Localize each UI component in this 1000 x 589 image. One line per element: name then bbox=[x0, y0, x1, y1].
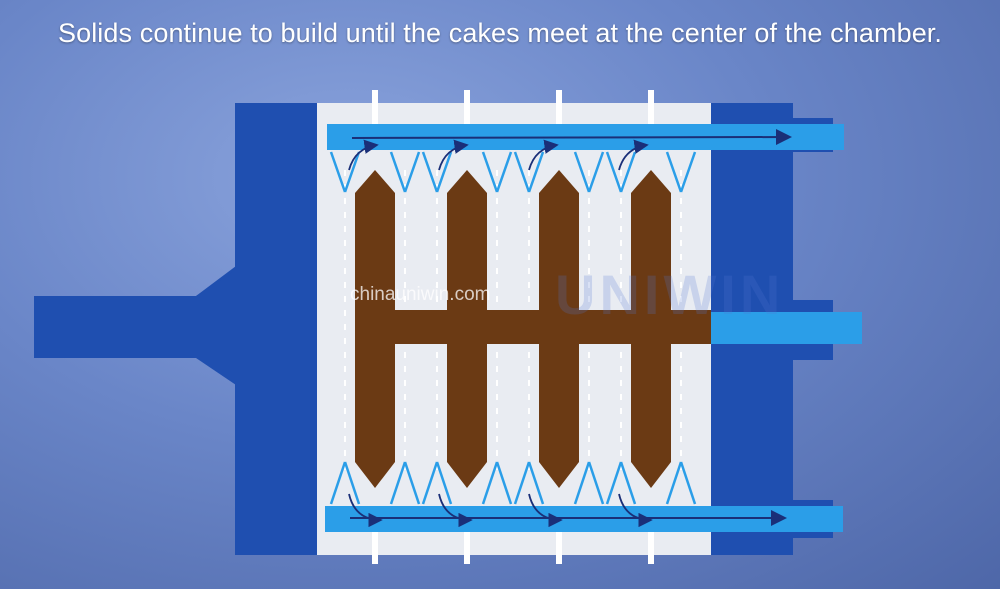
bottom-seep-arrow bbox=[348, 493, 383, 528]
plate-rod-bottom bbox=[372, 532, 378, 564]
cloth-line-bottom bbox=[665, 461, 683, 505]
cloth-line-bottom bbox=[435, 461, 453, 505]
cloth-line-top bbox=[605, 151, 623, 193]
cloth-line-bottom bbox=[403, 461, 421, 505]
plate-guides bbox=[344, 90, 682, 564]
inlet-pipe bbox=[34, 266, 236, 358]
plate-rod-bottom bbox=[464, 532, 470, 564]
cloth-line-bottom bbox=[421, 461, 439, 505]
cloth-line-top bbox=[513, 151, 531, 193]
bottom-seep-arrow bbox=[528, 493, 563, 528]
left-frame-head bbox=[235, 103, 317, 555]
watermark-text: chinauniwin.com bbox=[350, 284, 491, 305]
plate-rod-top bbox=[556, 90, 562, 124]
cloth-line-top bbox=[679, 151, 697, 193]
watermark-logo: UNIWIN bbox=[555, 263, 785, 326]
filter-cloths bbox=[329, 151, 697, 505]
cloth-line-top bbox=[573, 151, 591, 193]
top-seep-arrow bbox=[528, 139, 559, 171]
cloth-line-top bbox=[495, 151, 513, 193]
cloth-line-bottom bbox=[573, 461, 591, 505]
cloth-line-bottom bbox=[527, 461, 545, 505]
plate-rod-top bbox=[648, 90, 654, 124]
plate-rod-top bbox=[464, 90, 470, 124]
caption-text: Solids continue to build until the cakes… bbox=[57, 18, 943, 48]
cloth-line-bottom bbox=[513, 461, 531, 505]
top-seep-arrow bbox=[438, 139, 469, 171]
cloth-line-top bbox=[343, 151, 361, 193]
bottom-seep-arrow bbox=[438, 493, 473, 528]
central-cake-bar bbox=[355, 310, 711, 344]
cloth-line-top bbox=[421, 151, 439, 193]
cloth-line-top bbox=[389, 151, 407, 193]
cloth-line-bottom bbox=[587, 461, 605, 505]
top-seep-arrow bbox=[618, 139, 649, 171]
plate-rod-top bbox=[372, 90, 378, 124]
inlet-flare bbox=[196, 270, 236, 385]
cloth-line-bottom bbox=[619, 461, 637, 505]
cloth-line-bottom bbox=[389, 461, 407, 505]
cloth-line-top bbox=[587, 151, 605, 193]
cloth-line-bottom bbox=[343, 461, 361, 505]
center-outlet-pipe bbox=[711, 312, 862, 344]
cloth-line-bottom bbox=[605, 461, 623, 505]
cloth-line-bottom bbox=[329, 461, 347, 505]
cloth-line-top bbox=[329, 151, 347, 193]
cloth-line-top bbox=[435, 151, 453, 193]
flow-arrows bbox=[348, 129, 792, 528]
cloth-line-bottom bbox=[481, 461, 499, 505]
cloth-line-bottom bbox=[679, 461, 697, 505]
cloth-line-top bbox=[481, 151, 499, 193]
cloth-line-top bbox=[527, 151, 545, 193]
top-flow-arrow bbox=[351, 129, 792, 146]
bottom-seep-arrow bbox=[618, 493, 653, 528]
cloth-line-top bbox=[403, 151, 421, 193]
top-seep-arrow bbox=[348, 139, 379, 171]
plate-rod-bottom bbox=[556, 532, 562, 564]
filter-cakes bbox=[355, 170, 711, 488]
cloth-line-bottom bbox=[495, 461, 513, 505]
plate-rod-bottom bbox=[648, 532, 654, 564]
cloth-line-top bbox=[665, 151, 683, 193]
cloth-line-top bbox=[619, 151, 637, 193]
